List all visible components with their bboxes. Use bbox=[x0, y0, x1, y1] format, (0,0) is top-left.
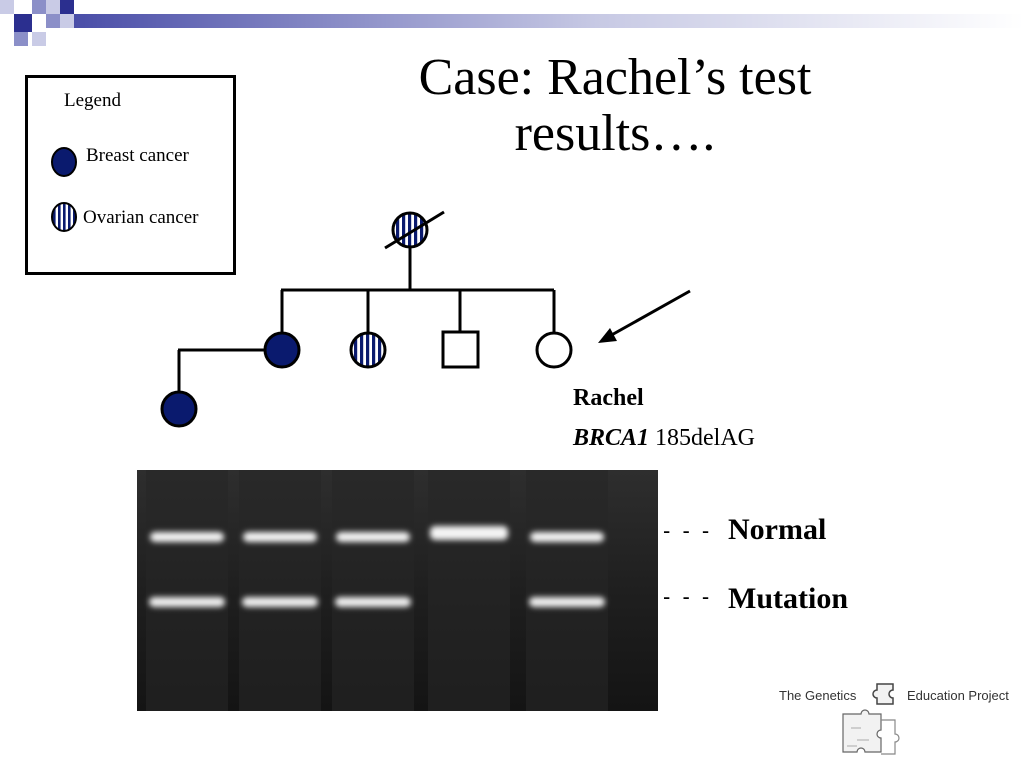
legend-box: Legend Breast cancer Ovarian cancer bbox=[25, 75, 236, 275]
header-square bbox=[32, 0, 46, 14]
gel-band-normal bbox=[530, 532, 604, 542]
header-square bbox=[32, 32, 46, 46]
legend-symbol-breast-cancer-icon bbox=[51, 147, 77, 177]
gel-lane bbox=[146, 470, 228, 711]
header-square bbox=[14, 32, 28, 46]
slide-title-line2: results…. bbox=[514, 105, 716, 162]
legend-title: Legend bbox=[64, 90, 121, 111]
gene-mutation-label: BRCA1 185delAG bbox=[573, 425, 755, 452]
puzzle-pieces-icon bbox=[842, 683, 900, 755]
pedigree-rachel bbox=[535, 331, 573, 369]
gel-band-normal bbox=[150, 532, 224, 542]
pedigree-daughter-breast-cancer bbox=[263, 331, 301, 369]
gel-band-mutation bbox=[149, 597, 225, 607]
proband-name: Rachel bbox=[573, 385, 644, 411]
legend-label-ovarian-cancer: Ovarian cancer bbox=[83, 207, 199, 228]
slide-title: Case: Rachel’s test results…. bbox=[320, 50, 910, 162]
gel-lane bbox=[428, 470, 510, 711]
gel-lane bbox=[526, 470, 608, 711]
gel-bands bbox=[137, 470, 658, 711]
header-square bbox=[46, 14, 60, 28]
proband-arrow-head bbox=[598, 328, 617, 343]
header-square bbox=[0, 0, 14, 14]
gene-name: BRCA1 bbox=[573, 425, 650, 451]
legend-symbol-ovarian-cancer-icon bbox=[51, 202, 77, 232]
proband-arrow bbox=[607, 289, 691, 339]
logo-text-left: The Genetics bbox=[779, 688, 857, 703]
gel-lane bbox=[239, 470, 321, 711]
gel-band-mutation bbox=[335, 597, 411, 607]
gel-band-normal bbox=[336, 532, 410, 542]
header-decoration bbox=[0, 0, 1024, 46]
mutation-band-marker: - - - bbox=[663, 584, 713, 609]
gel-band-normal bbox=[243, 532, 317, 542]
gel-image bbox=[137, 470, 658, 711]
mutation-band-label: Mutation bbox=[728, 582, 848, 615]
header-square bbox=[60, 14, 74, 28]
deceased-slash bbox=[384, 210, 445, 250]
normal-band-label: Normal bbox=[728, 513, 827, 546]
gel-lane bbox=[332, 470, 414, 711]
pedigree-grandmother bbox=[391, 211, 429, 249]
header-square bbox=[14, 14, 32, 32]
pedigree-son bbox=[441, 330, 480, 369]
pedigree-granddaughter-breast-cancer bbox=[160, 390, 198, 428]
pedigree-daughter-ovarian-cancer bbox=[349, 331, 387, 369]
legend-label-breast-cancer: Breast cancer bbox=[86, 145, 189, 166]
mutation-name: 185delAG bbox=[655, 425, 756, 451]
gel-band-mutation bbox=[242, 597, 318, 607]
pedigree-chart bbox=[160, 210, 691, 428]
gel-band-mutation bbox=[529, 597, 605, 607]
genetics-education-project-logo: The Genetics Education Project bbox=[775, 680, 1024, 768]
gel-band-normal bbox=[430, 526, 508, 540]
normal-band-marker: - - - bbox=[663, 518, 713, 543]
logo-text-right: Education Project bbox=[907, 688, 1009, 703]
header-gradient-bar bbox=[74, 14, 1024, 28]
header-square bbox=[60, 0, 74, 14]
header-square bbox=[46, 0, 60, 14]
slide-title-line1: Case: Rachel’s test bbox=[418, 49, 812, 106]
